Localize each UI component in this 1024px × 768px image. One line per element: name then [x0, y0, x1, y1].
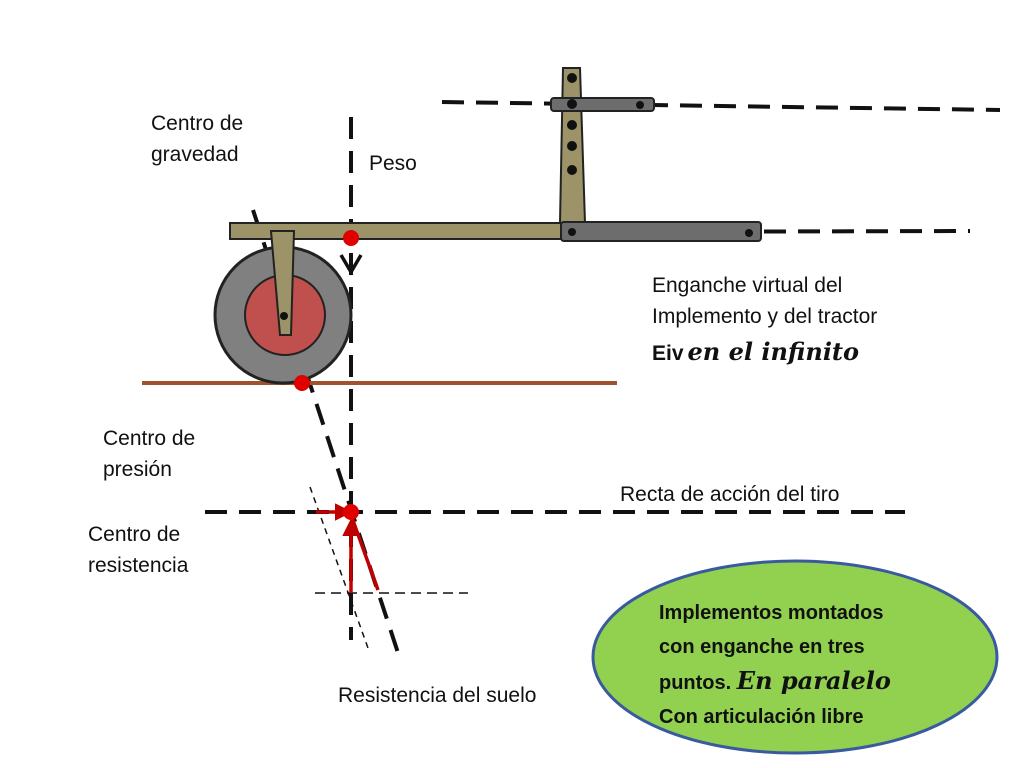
- lower-hitch-bar: [560, 221, 762, 242]
- callout-line-4: Con articulación libre: [659, 706, 864, 728]
- mast-holes: [567, 73, 753, 237]
- callout-text: Implementos montados con enganche en tre…: [659, 596, 949, 734]
- center-of-resistance-marker: [343, 504, 359, 520]
- label-enganche-virtual: Enganche virtual del Implemento y del tr…: [652, 274, 878, 328]
- label-centro-gravedad: Centro de gravedad: [151, 112, 244, 166]
- resultant-force-line: [349, 514, 380, 591]
- callout-line-1: Implementos montados: [659, 602, 884, 624]
- center-of-gravity-marker: [343, 230, 359, 246]
- wheel-arm: [269, 230, 296, 336]
- weight-arrow: [339, 254, 363, 276]
- wheel-axle: [280, 312, 288, 320]
- label-centro-presion: Centro de presión: [103, 427, 196, 481]
- callout-line-2: con enganche en tres: [659, 636, 865, 658]
- callout-line-3-prefix: puntos.: [659, 672, 732, 694]
- eiv-prefix: Eiv: [652, 342, 684, 365]
- label-centro-resistencia: Centro de resistencia: [88, 523, 189, 577]
- label-resistencia-suelo: Resistencia del suelo: [338, 684, 537, 707]
- upper-link-line: [441, 100, 1001, 112]
- callout-bubble: [591, 559, 999, 755]
- label-recta-accion: Recta de acción del tiro: [620, 483, 840, 506]
- eiv-script: en el infinito: [687, 337, 860, 366]
- upper-link-bar: [550, 97, 655, 112]
- callout-line-3-script: En paralelo: [736, 666, 891, 695]
- center-of-pressure-marker: [294, 375, 310, 391]
- callout-line-3: puntos. En paralelo: [659, 664, 949, 700]
- label-peso: Peso: [369, 152, 417, 175]
